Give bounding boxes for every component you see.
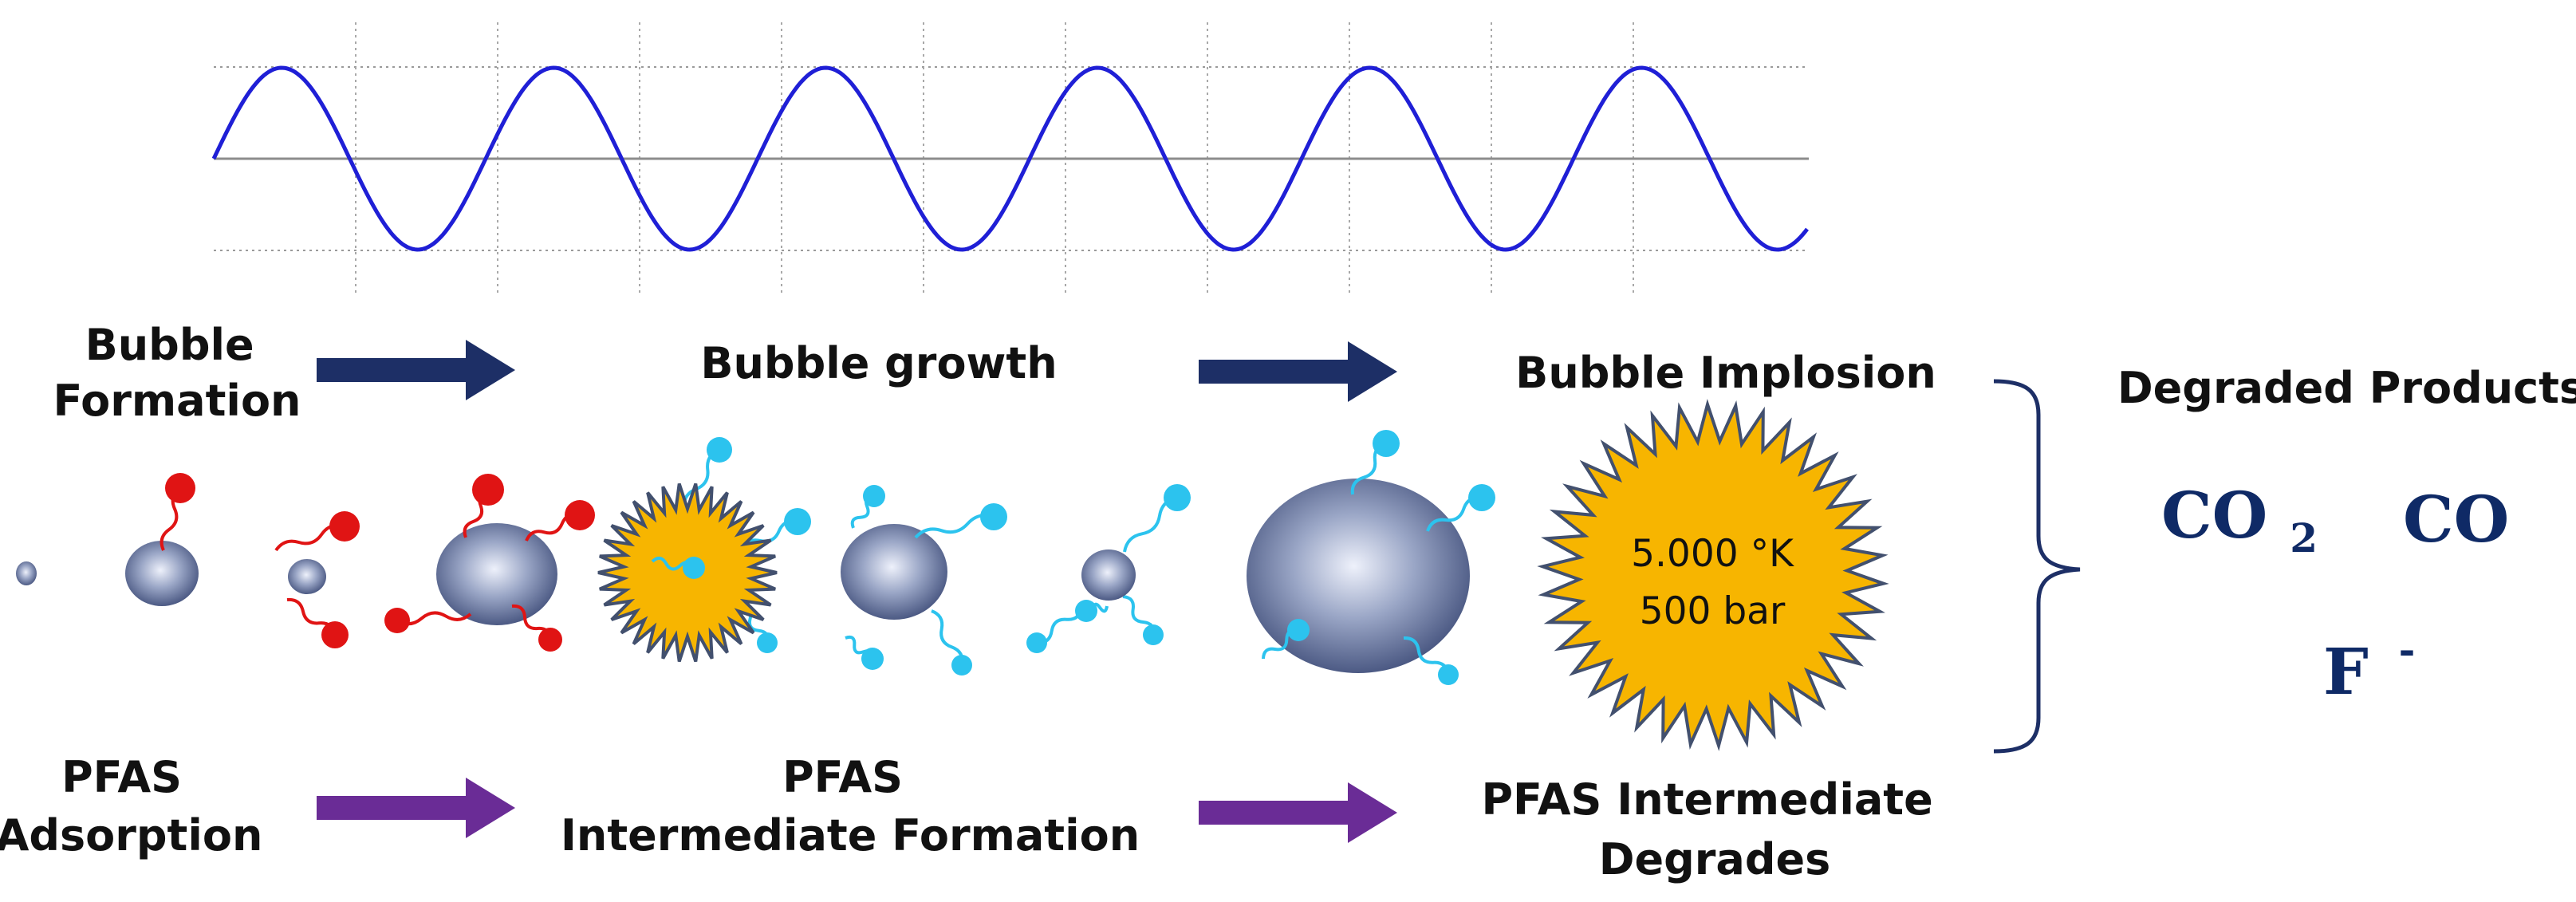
pfas-degrades-line2: Degrades — [1599, 834, 1831, 884]
pfas-head — [784, 508, 811, 535]
products-brace — [1993, 379, 2081, 754]
pfas-head — [1075, 600, 1097, 622]
pfas-head — [757, 632, 778, 653]
degraded-products-title: Degraded Products — [2117, 363, 2576, 413]
pfas-intermediate-line1: PFAS — [782, 752, 903, 802]
pfas-head — [538, 628, 562, 652]
pfas-head — [565, 500, 595, 530]
pfas-head — [951, 655, 972, 676]
product-co2-base: CO — [2161, 478, 2267, 553]
bubble-growth-label: Bubble growth — [700, 338, 1057, 388]
bubble-mini — [288, 559, 326, 594]
product-fluoride-superscript: - — [2399, 626, 2416, 673]
pfas-head — [1143, 624, 1164, 645]
pfas-head — [1164, 484, 1191, 511]
pfas-head — [1373, 430, 1400, 457]
pfas-head — [683, 557, 705, 579]
pfas-head — [1287, 619, 1310, 641]
starburst-implosion — [1537, 399, 1889, 751]
pfas-molecules — [274, 437, 1191, 670]
bubble-small-2 — [1081, 549, 1136, 601]
pfas-adsorption-line2: Adsorption — [0, 810, 262, 861]
pfas-tail — [396, 611, 472, 626]
pfas-tail — [1403, 636, 1450, 676]
bubble-medium-red — [436, 523, 557, 625]
bubble-medium — [841, 524, 947, 620]
bubble-implosion-label: Bubble Implosion — [1515, 348, 1936, 398]
ultrasound-wave — [211, 22, 1809, 297]
pfas-head — [1026, 632, 1047, 653]
pfas-head — [1468, 484, 1495, 511]
bubble-formation-line1: Bubble — [85, 320, 254, 370]
product-co2-subscript: 2 — [2290, 514, 2318, 561]
pfas-head — [384, 608, 410, 633]
pfas-intermediate-line2: Intermediate Formation — [561, 810, 1140, 861]
bubble-small — [125, 541, 199, 606]
arrow-adsorption-to-intermediate — [317, 778, 515, 838]
pfas-head — [707, 437, 732, 463]
pfas-head — [321, 621, 349, 648]
bubble-formation-line2: Formation — [53, 376, 301, 426]
product-co: CO — [2403, 482, 2509, 557]
pfas-head — [1438, 664, 1459, 685]
arrow-growth-to-implosion — [1199, 341, 1397, 402]
pfas-head — [980, 503, 1007, 530]
pfas-head — [165, 473, 195, 503]
pfas-head — [863, 485, 885, 507]
product-fluoride-base: F — [2323, 634, 2369, 709]
pfas-head — [472, 474, 504, 506]
bubble-large — [1247, 479, 1470, 673]
pfas-intermediate-degrades-label: PFAS Intermediate Degrades — [1481, 774, 1948, 884]
product-co2: CO 2 — [2161, 478, 2318, 561]
pfas-molecules-front — [160, 430, 1495, 685]
pfas-tail — [914, 514, 995, 539]
pfas-head — [861, 648, 884, 670]
sine-wave — [211, 65, 1809, 252]
implosion-pressure: 500 bar — [1640, 589, 1786, 633]
pfas-intermediate-formation-label: PFAS Intermediate Formation — [561, 752, 1140, 861]
pfas-tail — [1036, 607, 1083, 645]
product-fluoride: F - — [2323, 626, 2415, 709]
pfas-adsorption-label: PFAS Adsorption — [0, 752, 262, 861]
pfas-tail — [931, 609, 964, 666]
pfas-degrades-line1: PFAS Intermediate — [1481, 774, 1932, 825]
implosion-temperature: 5.000 °K — [1631, 532, 1794, 576]
arrow-formation-to-growth — [317, 340, 515, 400]
bubble-tiny — [16, 561, 37, 585]
pfas-head — [329, 511, 360, 542]
arrow-intermediate-to-degrades — [1199, 782, 1397, 843]
bubble-formation-label: Bubble Formation — [53, 320, 301, 426]
pfas-adsorption-line1: PFAS — [61, 752, 182, 802]
